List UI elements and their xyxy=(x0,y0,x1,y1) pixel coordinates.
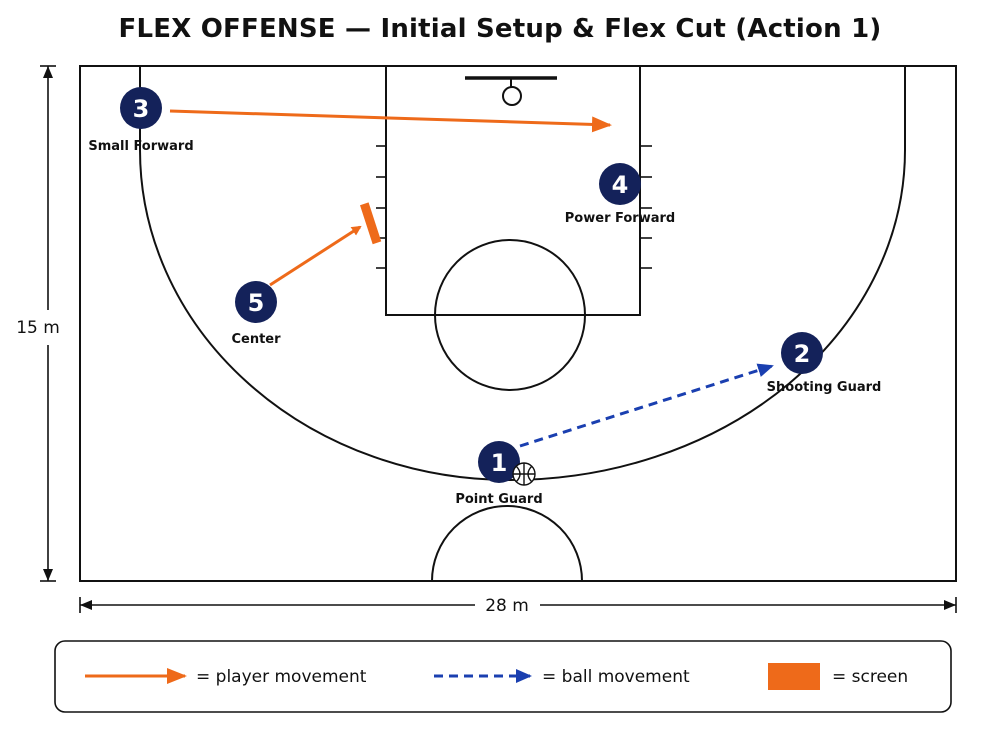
player-2[interactable]: 2 Shooting Guard xyxy=(767,332,882,395)
width-dimension xyxy=(79,597,957,613)
player-1[interactable]: 1 Point Guard xyxy=(455,441,543,507)
player-3-movement-arrow xyxy=(169,109,612,133)
player-2-number: 2 xyxy=(794,340,811,368)
height-dimension xyxy=(40,65,56,582)
three-point-line xyxy=(139,66,906,482)
height-label: 15 m xyxy=(16,318,60,338)
rim-hoop xyxy=(502,86,522,106)
player-5[interactable]: 5 Center xyxy=(231,281,281,347)
legend-screen-label: = screen xyxy=(832,667,908,687)
basketball-icon xyxy=(512,462,536,486)
player-4[interactable]: 4 Power Forward xyxy=(565,163,675,226)
player-3-label: Small Forward xyxy=(88,139,193,154)
legend-ball-movement-label: = ball movement xyxy=(542,667,690,687)
player-2-label: Shooting Guard xyxy=(767,380,882,395)
player-4-number: 4 xyxy=(612,171,629,199)
player-5-label: Center xyxy=(231,332,281,347)
width-label: 28 m xyxy=(485,596,529,616)
screen-marker xyxy=(360,202,382,245)
player-5-number: 5 xyxy=(248,289,265,317)
player-3[interactable]: 3 Small Forward xyxy=(88,87,194,154)
free-throw-circle xyxy=(434,239,586,391)
ball-movement-arrow xyxy=(519,363,774,448)
legend: = player movement = ball movement = scre… xyxy=(54,640,952,713)
center-circle xyxy=(431,505,583,582)
player-1-number: 1 xyxy=(491,449,508,477)
diagram-title: FLEX OFFENSE — Initial Setup & Flex Cut … xyxy=(118,14,882,44)
player-5-movement-arrow xyxy=(269,225,362,287)
player-4-label: Power Forward xyxy=(565,211,675,226)
legend-screen-swatch xyxy=(768,663,820,690)
player-3-number: 3 xyxy=(133,95,150,123)
legend-player-movement-label: = player movement xyxy=(196,667,367,687)
player-1-label: Point Guard xyxy=(455,492,542,507)
court-lines xyxy=(79,65,957,582)
paint-key xyxy=(385,65,641,316)
lane-hash-marks xyxy=(376,145,652,269)
